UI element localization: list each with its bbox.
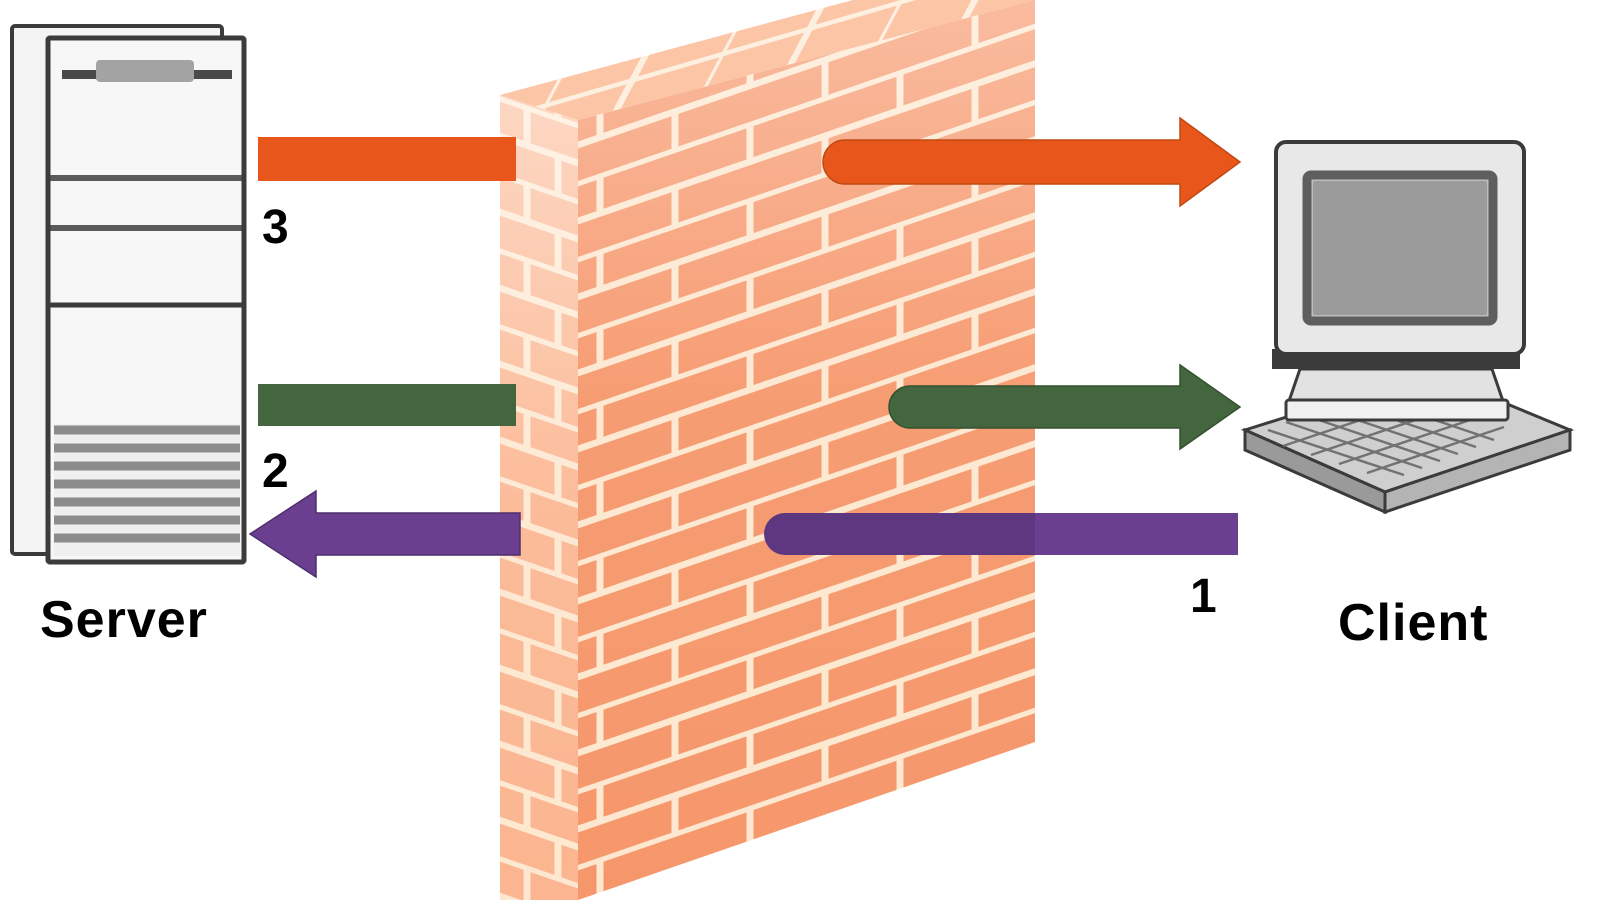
server-drive-bay [96,60,194,82]
flow-arrow-3 [258,116,1242,208]
server-tower-icon [10,24,247,565]
flow-2-step-label: 2 [262,445,289,498]
client-screen [1313,181,1487,315]
flow-arrow-2 [258,363,1242,451]
server-chassis-outline [45,35,247,565]
flow-arrow-1 [248,489,1238,579]
flow-3-tail-left [258,137,516,181]
brick-wall-icon [500,0,1035,900]
client-monitor-stand [1272,349,1520,422]
flow-2-head [888,363,1242,451]
flow-3-head [822,116,1242,208]
server-vent-grille [54,424,240,556]
flow-1-step-label: 1 [1190,570,1217,623]
flow-3-step-label: 3 [262,201,289,254]
flow-1-head [248,489,521,579]
wall-side-face [500,95,578,900]
flow-1-tail-right [1000,513,1238,555]
client-monitor [1274,140,1526,356]
desktop-computer-icon [1240,140,1575,515]
server-label: Server [40,591,208,649]
flow-2-tail-left [258,384,516,426]
flow-1-inside-wall [764,513,1035,555]
client-label: Client [1338,594,1488,652]
